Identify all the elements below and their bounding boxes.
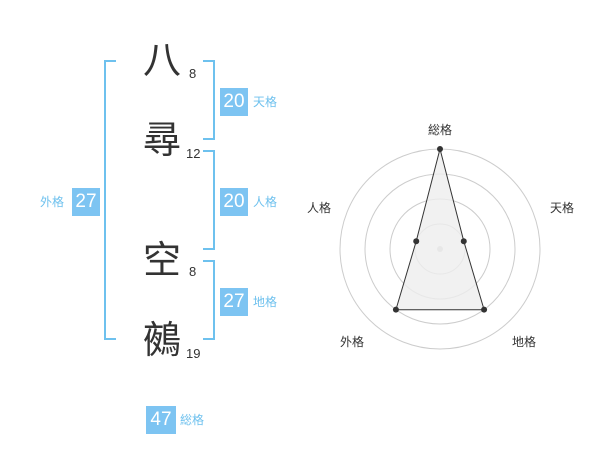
- tenkaku-bracket: [203, 60, 215, 140]
- radar-axis-label-chikaku: 地格: [511, 335, 537, 349]
- radar-points: [392, 146, 488, 313]
- gaikaku-score: 27: [72, 188, 100, 216]
- radar-point-5: [413, 238, 420, 245]
- stroke-count-4: 19: [186, 346, 201, 361]
- radar-point-4: [392, 306, 399, 313]
- jinkaku-score: 20: [220, 188, 248, 216]
- gaikaku-label: 外格: [40, 195, 65, 209]
- name-char-3: 空: [142, 238, 181, 282]
- stroke-count-1: 8: [189, 66, 197, 81]
- jinkaku-bracket: [203, 150, 215, 250]
- name-char-2: 尋: [142, 118, 181, 162]
- name-char-4: 鵺: [142, 318, 181, 362]
- tenkaku-label: 天格: [253, 95, 278, 109]
- tenkaku-score: 20: [220, 88, 248, 116]
- radar-axis-label-soukaku: 総格: [427, 123, 453, 137]
- chikaku-score: 27: [220, 288, 248, 316]
- radar-axis-label-gaikaku: 外格: [339, 335, 365, 349]
- chikaku-label: 地格: [253, 295, 278, 309]
- radar-polygon: [395, 148, 485, 311]
- stroke-count-3: 8: [189, 264, 197, 279]
- radar-point-2: [460, 238, 467, 245]
- name-char-1: 八: [142, 38, 181, 82]
- radar-axis-label-jinkaku: 人格: [306, 201, 332, 215]
- soukaku-label: 総格: [180, 413, 205, 427]
- stroke-count-2: 12: [186, 146, 201, 161]
- radar-point-1: [437, 146, 443, 152]
- chikaku-bracket: [203, 260, 215, 340]
- radar-shape: [395, 148, 485, 311]
- radar-point-3: [481, 306, 488, 313]
- jinkaku-label: 人格: [253, 195, 278, 209]
- radar-axis-label-tenkaku: 天格: [549, 201, 575, 215]
- soukaku-score: 47: [146, 406, 176, 434]
- gaikaku-bracket: [104, 60, 116, 340]
